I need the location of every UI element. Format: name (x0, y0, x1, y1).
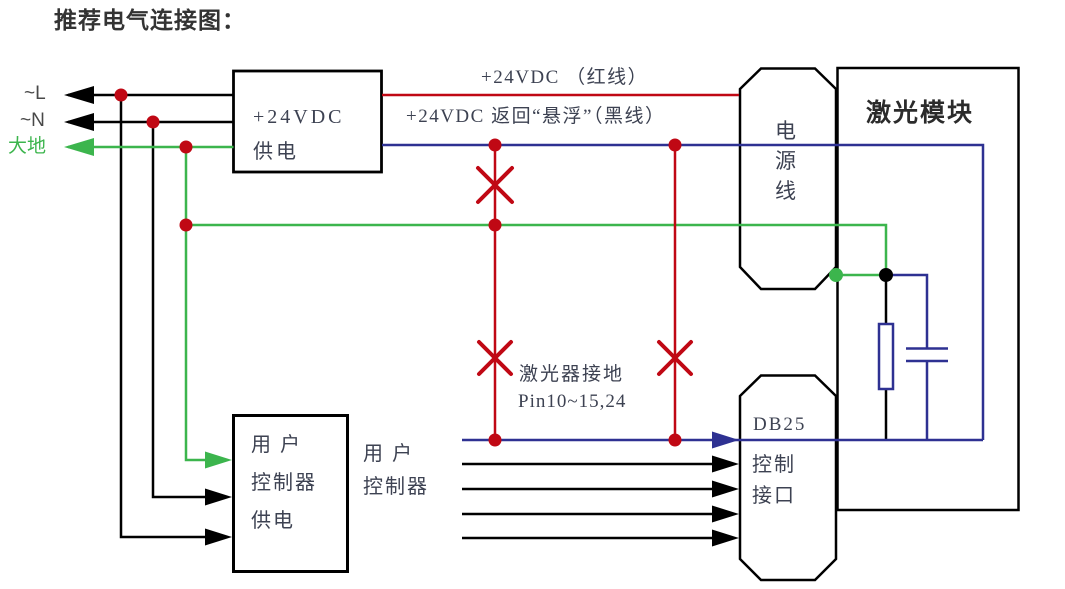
arrowhead-icon (64, 86, 94, 104)
arrowhead-icon (205, 451, 232, 469)
junction-dot (488, 218, 502, 232)
arrowhead-icon (712, 480, 739, 498)
terminal-earth-label: 大地 (8, 136, 47, 157)
return-wire-label: +24VDC 返回“悬浮”（黑线） (406, 106, 666, 127)
resistor-symbol (877, 322, 895, 391)
arrowhead-icon (712, 455, 739, 473)
user-psu-box-label: 用 户 控制器 供电 (251, 434, 317, 532)
arrowhead-icon (64, 113, 94, 131)
arrowhead-icon (712, 431, 739, 449)
db25-box (738, 374, 838, 582)
arrowheads (64, 86, 739, 547)
junction-dot (668, 433, 682, 447)
arrowhead-icon (205, 488, 232, 506)
junction-dot (488, 433, 502, 447)
power-cable-label: 电源线 (775, 119, 796, 203)
db25-label: DB25 (753, 414, 807, 435)
ground-note-line1: 激光器接地 (519, 364, 625, 385)
wire-earth-branch (186, 223, 888, 275)
not-connected-marks (476, 166, 693, 376)
wire-24vdc-return (382, 143, 985, 440)
not-connected-x-icon (477, 340, 513, 376)
junction-dot (179, 140, 193, 154)
not-connected-x-icon (657, 340, 693, 376)
terminal-n-label: ~N (20, 110, 45, 131)
not-connected-x-icon (476, 166, 514, 204)
page-title: 推荐电气连接图： (54, 7, 246, 33)
junction-dot (114, 88, 128, 102)
arrowhead-icon (712, 529, 739, 547)
wire-L-drop (119, 95, 210, 539)
terminal-l-label: ~L (24, 83, 46, 104)
black-wires (68, 93, 888, 540)
arrowhead-icon (712, 505, 739, 523)
red-wire-label: +24VDC （红线） (481, 67, 649, 88)
red-wires (382, 93, 739, 440)
wire-earth-drop (184, 147, 210, 462)
arrowhead-icon (64, 138, 94, 156)
psu-box-label: +24VDC 供电 (253, 106, 345, 163)
junction-dot (668, 138, 682, 152)
junction-dot-black (879, 268, 893, 282)
junction-dot-green (829, 268, 843, 282)
user-controller-label: 用 户 控制器 (363, 443, 429, 498)
wire-N-drop (151, 122, 210, 499)
junction-dot (146, 115, 160, 129)
psu-box (232, 69, 383, 174)
junction-dots (114, 88, 682, 447)
ground-note-line2: Pin10~15,24 (518, 391, 627, 412)
green-wires (68, 145, 888, 462)
wire-capacitor-top-lead (886, 273, 929, 348)
arrowhead-icon (205, 528, 232, 546)
junction-dot (488, 138, 502, 152)
db25-sublabel: 控制 接口 (752, 454, 796, 507)
user-psu-box (232, 414, 349, 573)
power-cable-box (738, 67, 838, 291)
laser-module-label: 激光模块 (866, 99, 975, 127)
junction-dot (179, 218, 193, 232)
